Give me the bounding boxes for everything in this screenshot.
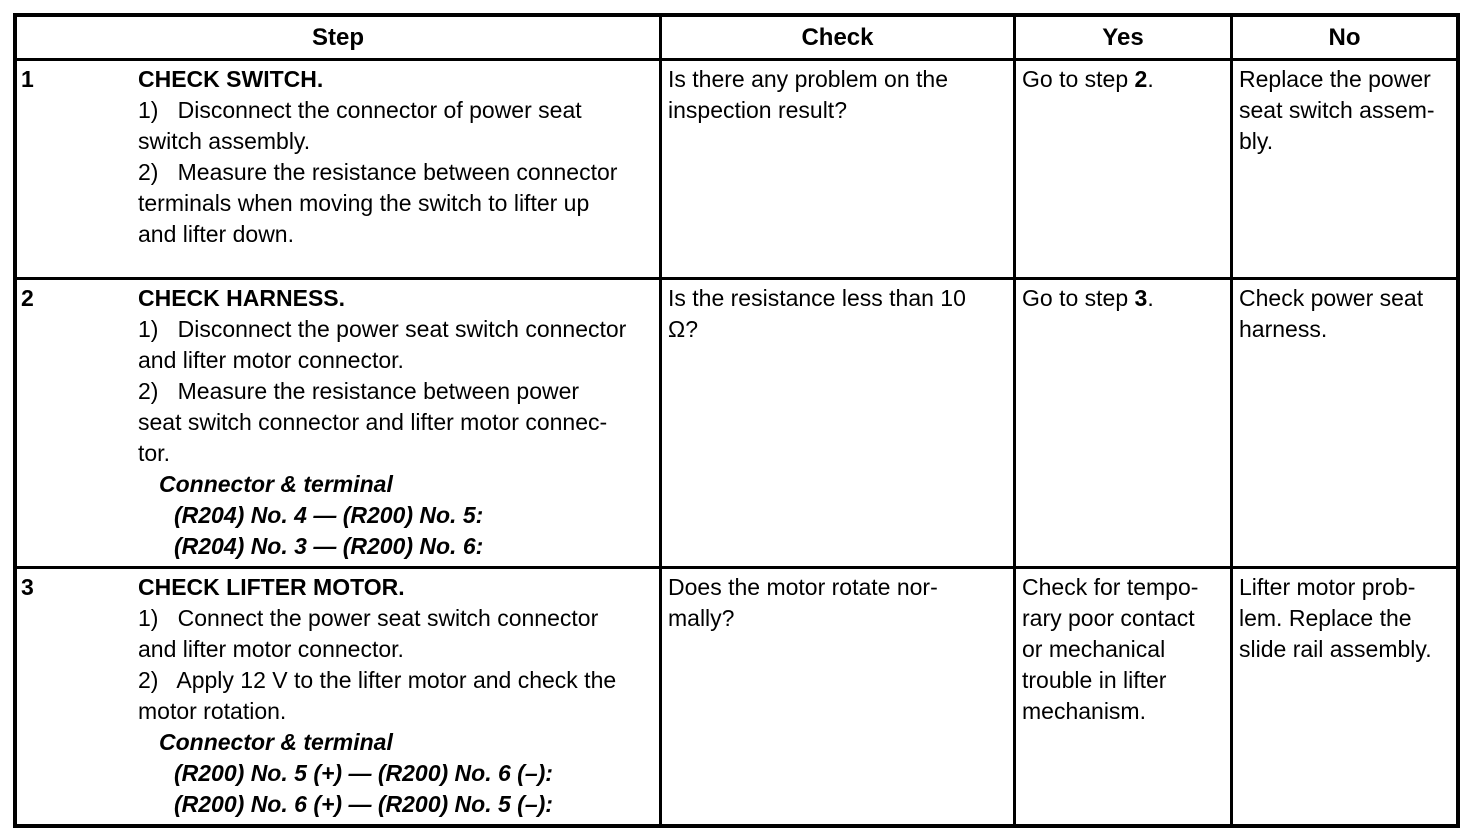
step-cell: 2 CHECK HARNESS. 1) Disconnect the power… — [17, 280, 662, 566]
no-action: Replace the power seat switch assem- bly… — [1239, 66, 1435, 154]
yes-action-step-ref: 3 — [1134, 285, 1148, 311]
table-body: 1 CHECK SWITCH. 1) Disconnect the connec… — [17, 61, 1456, 824]
step-title: CHECK SWITCH. — [138, 66, 324, 92]
yes-cell: Check for tempo- rary poor contact or me… — [1016, 569, 1233, 824]
step-cell: 3 CHECK LIFTER MOTOR. 1) Connect the pow… — [17, 569, 662, 824]
yes-action: Check for tempo- rary poor contact or me… — [1022, 574, 1198, 724]
yes-action-text: . — [1147, 66, 1154, 92]
no-action: Check power seat harness. — [1239, 285, 1424, 342]
yes-action: Go to step 2. — [1022, 66, 1154, 92]
yes-cell: Go to step 2. — [1016, 61, 1233, 277]
column-header-no: No — [1328, 24, 1361, 51]
step-cell: 1 CHECK SWITCH. 1) Disconnect the connec… — [17, 61, 662, 277]
yes-action-text: Go to step — [1022, 66, 1135, 92]
no-cell: Replace the power seat switch assem- bly… — [1233, 61, 1456, 277]
yes-action-step-ref: 2 — [1134, 66, 1148, 92]
table-header-row: Step Check Yes No — [17, 17, 1456, 61]
table-row: 1 CHECK SWITCH. 1) Disconnect the connec… — [17, 61, 1456, 280]
connector-terminal-heading: Connector & terminal — [159, 729, 393, 755]
column-header-yes: Yes — [1016, 17, 1233, 58]
connector-terminal-line: (R200) No. 5 (+) — (R200) No. 6 (–): — [174, 760, 553, 786]
step-instructions: CHECK SWITCH. 1) Disconnect the connecto… — [138, 64, 659, 250]
step-procedure-text: 1) Connect the power seat switch connect… — [138, 605, 617, 724]
table-row: 3 CHECK LIFTER MOTOR. 1) Connect the pow… — [17, 569, 1456, 824]
check-cell: Is the resistance less than 10 Ω? — [662, 280, 1016, 566]
yes-action-text: Go to step — [1022, 285, 1135, 311]
step-instructions: CHECK LIFTER MOTOR. 1) Connect the power… — [138, 572, 659, 820]
step-procedure-text: 1) Disconnect the power seat switch conn… — [138, 316, 627, 466]
check-question: Is the resistance less than 10 Ω? — [668, 285, 966, 342]
yes-cell: Go to step 3. — [1016, 280, 1233, 566]
step-procedure-text: 1) Disconnect the connector of power sea… — [138, 97, 618, 247]
check-question: Is there any problem on the inspection r… — [668, 66, 948, 123]
connector-terminal-lines: (R200) No. 5 (+) — (R200) No. 6 (–): (R20… — [138, 758, 659, 820]
no-cell: Lifter motor prob- lem. Replace the slid… — [1233, 569, 1456, 824]
no-action: Lifter motor prob- lem. Replace the slid… — [1239, 574, 1432, 662]
check-cell: Is there any problem on the inspection r… — [662, 61, 1016, 277]
column-header-step: Step — [17, 17, 662, 58]
connector-terminal-line: (R200) No. 6 (+) — (R200) No. 5 (–): — [174, 791, 553, 817]
check-question: Does the motor rotate nor- mally? — [668, 574, 938, 631]
step-title: CHECK LIFTER MOTOR. — [138, 574, 405, 600]
connector-terminal-line: (R204) No. 4 — (R200) No. 5: — [174, 502, 484, 528]
step-number: 2 — [21, 285, 34, 311]
troubleshooting-table: Step Check Yes No 1 CHECK SWITCH. 1) Dis… — [13, 13, 1460, 828]
column-header-check: Check — [662, 17, 1016, 58]
step-number: 1 — [21, 66, 34, 92]
connector-terminal-line: (R204) No. 3 — (R200) No. 6: — [174, 533, 484, 559]
step-instructions: CHECK HARNESS. 1) Disconnect the power s… — [138, 283, 659, 562]
no-cell: Check power seat harness. — [1233, 280, 1456, 566]
connector-terminal-heading: Connector & terminal — [159, 471, 393, 497]
yes-action-text: . — [1147, 285, 1154, 311]
connector-terminal-lines: (R204) No. 4 — (R200) No. 5: (R204) No. 3… — [138, 500, 659, 562]
yes-action-text: Check for tempo- rary poor contact or me… — [1022, 574, 1199, 724]
table-row: 2 CHECK HARNESS. 1) Disconnect the power… — [17, 280, 1456, 569]
step-title: CHECK HARNESS. — [138, 285, 346, 311]
yes-action: Go to step 3. — [1022, 285, 1154, 311]
check-cell: Does the motor rotate nor- mally? — [662, 569, 1016, 824]
step-number: 3 — [21, 574, 34, 600]
